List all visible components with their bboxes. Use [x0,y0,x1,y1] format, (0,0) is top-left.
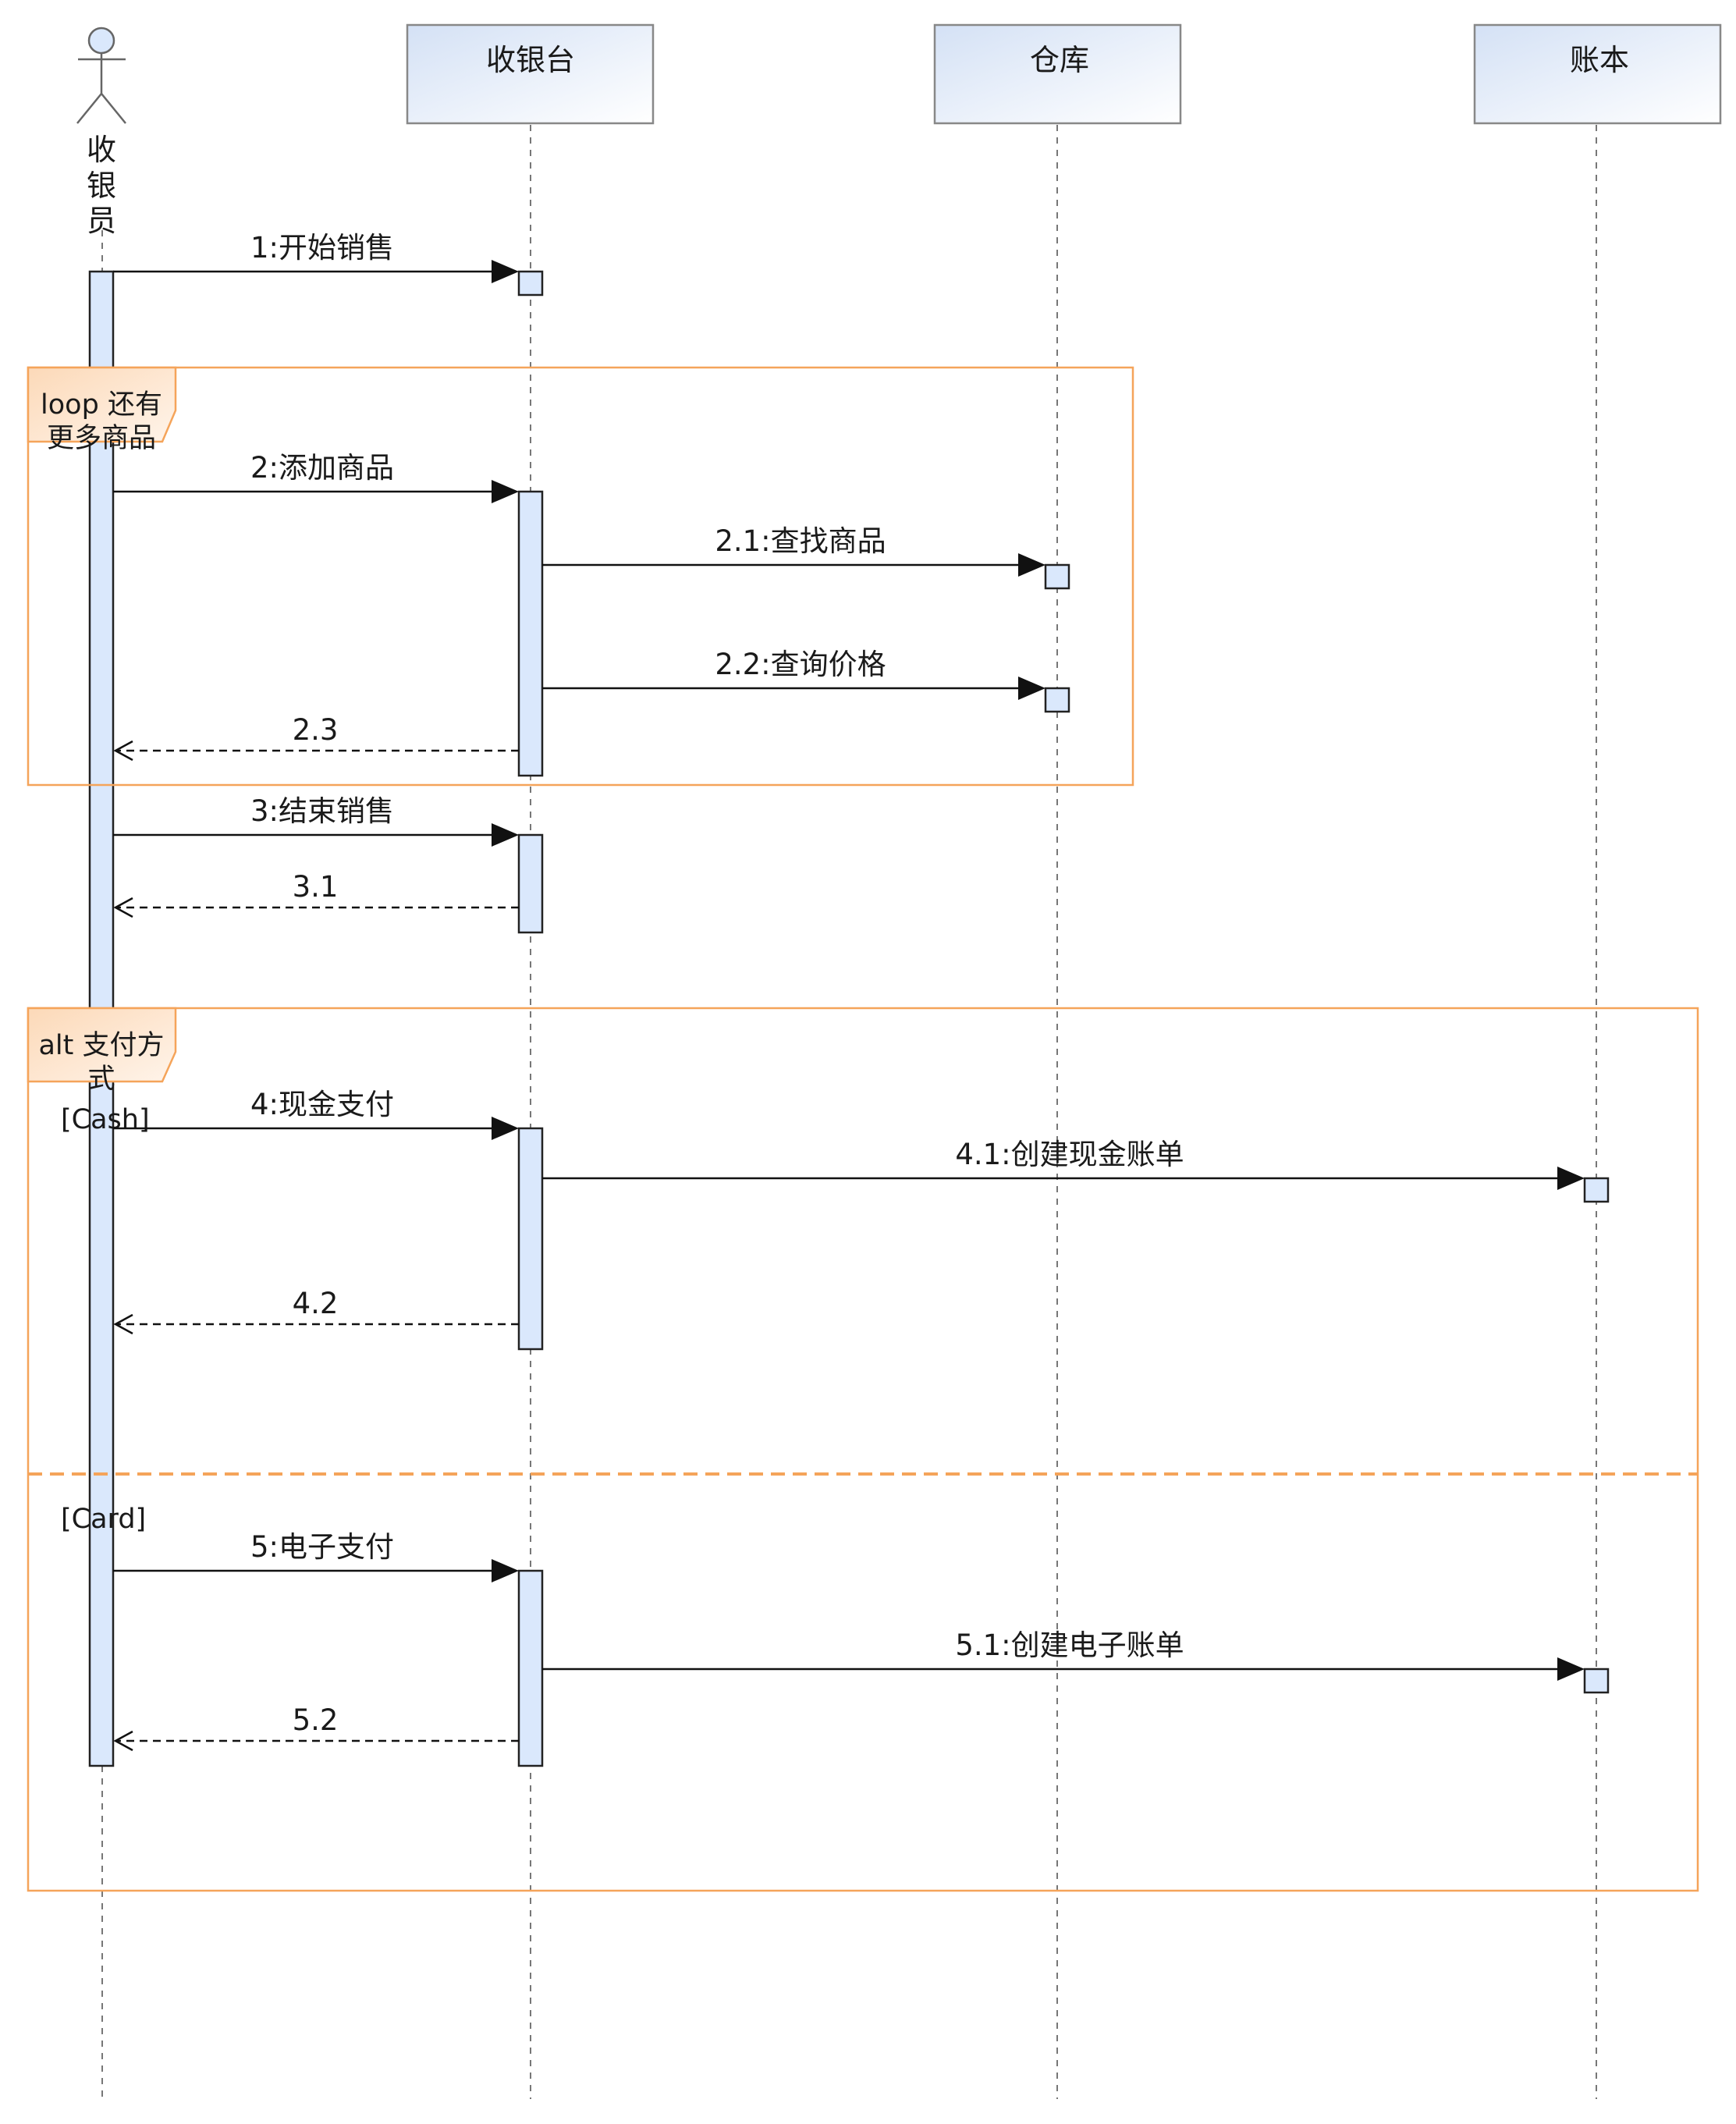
actor-icon [76,27,126,124]
header-ledger: 账本 [1473,23,1722,125]
loop-title-line-2: 更多商品 [47,423,156,454]
arrowhead-solid [1557,1657,1585,1681]
loop-frame-tab [27,366,177,443]
message-label: 4:现金支付 [250,1088,394,1121]
alt-frame-tab [27,1007,177,1083]
activation-warehouse-price [1044,687,1070,713]
alt-guard-cash: [Cash] [61,1104,150,1135]
arrowhead-solid [492,260,519,283]
message-2-2: 2.2:查询价格 [542,648,1046,700]
actor-cashier: 收 银 员 [76,27,126,238]
message-label: 1:开始销售 [250,231,394,265]
message-2-3-return: 2.3 [113,713,519,762]
message-label: 5.1:创建电子账单 [955,1629,1184,1662]
arrowhead-solid [1018,553,1046,577]
message-label: 2.3 [293,713,339,747]
loop-frame [27,366,1134,787]
message-4-2-return: 4.2 [113,1287,519,1335]
alt-guard-card: [Card] [61,1504,146,1535]
alt-title-line-1: alt 支付方 [38,1030,164,1061]
message-label: 3:结束销售 [250,794,394,828]
message-label: 2:添加商品 [250,451,394,485]
activation-system-start [517,270,544,297]
message-3-1-return: 3.1 [113,870,519,918]
message-label: 2.2:查询价格 [715,648,886,681]
header-label: 账本 [1570,43,1629,77]
actor-name-char-2: 银 [87,169,116,203]
arrowhead-solid [492,1559,519,1582]
loop-title-line-1: loop 还有 [41,389,162,421]
message-5: 5:电子支付 [113,1530,519,1582]
activation-system-add-item [517,490,544,777]
message-2: 2:添加商品 [113,451,519,503]
arrowhead-open [113,897,133,918]
alt-fragment: alt 支付方 式 [Cash] [Card] [27,1007,1699,1892]
activation-system-cash [517,1127,544,1351]
message-4-1: 4.1:创建现金账单 [542,1138,1585,1190]
message-5-2-return: 5.2 [113,1703,519,1752]
activation-system-end-sale [517,833,544,934]
message-3: 3:结束销售 [113,794,519,847]
arrowhead-solid [1018,677,1046,700]
arrowhead-solid [1557,1167,1585,1190]
message-label: 5.2 [293,1703,339,1737]
header-label: 收银台 [486,43,575,77]
arrowhead-solid [492,1117,519,1140]
actor-name-char-1: 收 [87,133,116,167]
message-label: 3.1 [293,870,339,904]
actor-name-char-3: 员 [87,204,116,238]
activation-system-card [517,1569,544,1767]
message-label: 4.2 [293,1287,339,1320]
loop-fragment: loop 还有 更多商品 [27,366,1134,787]
arrowhead-open [113,1313,133,1335]
message-label: 4.1:创建现金账单 [955,1138,1184,1171]
header-cashier-system: 收银台 [406,23,655,125]
message-1: 1:开始销售 [113,231,519,283]
arrowhead-solid [492,480,519,503]
alt-title-line-2: 式 [87,1064,115,1095]
arrowhead-open [113,1730,133,1752]
activation-warehouse-find [1044,563,1070,590]
alt-frame [27,1007,1699,1892]
message-label: 5:电子支付 [250,1530,394,1564]
message-2-1: 2.1:查找商品 [542,524,1046,577]
activation-ledger-card [1583,1668,1610,1694]
message-label: 2.1:查找商品 [715,524,886,558]
header-label: 仓库 [1030,43,1089,77]
message-5-1: 5.1:创建电子账单 [542,1629,1585,1681]
message-4: 4:现金支付 [113,1088,519,1140]
activation-ledger-cash [1583,1177,1610,1203]
arrowhead-solid [492,823,519,847]
header-warehouse: 仓库 [933,23,1182,125]
arrowhead-open [113,740,133,762]
